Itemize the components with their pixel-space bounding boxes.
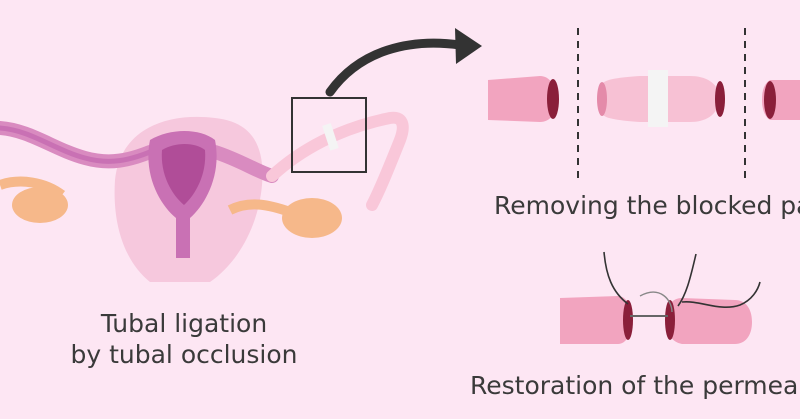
zoom-arrow-shaft [325, 38, 465, 97]
uterus-cavity [161, 144, 206, 205]
caption-restoration: Restoration of the permeab [470, 371, 800, 400]
tube-lumen-removed-right [715, 81, 725, 117]
suture-loop [639, 291, 673, 313]
right-ovary-ligament [227, 199, 292, 217]
rejoined-lumen-right [665, 300, 675, 340]
suture-thread-3 [681, 281, 761, 309]
tube-lumen-left [547, 79, 559, 119]
restoration-illustration [560, 251, 761, 344]
left-tube-inner [0, 125, 153, 164]
caption-removing: Removing the blocked pa [494, 191, 800, 220]
suture-thread-1 [603, 251, 629, 305]
tube-lumen-right [764, 81, 776, 119]
left-fimbriae [0, 176, 66, 200]
right-ovary [282, 198, 342, 238]
caption-tubal-ligation-line1: Tubal ligation [100, 309, 268, 338]
caption-tubal-ligation-line2: by tubal occlusion [70, 340, 298, 369]
rejoined-lumen-left [623, 300, 633, 340]
rejoined-tube-right [666, 298, 752, 344]
right-tube-extension [266, 111, 409, 211]
tube-lumen-removed-left [597, 82, 607, 116]
caption-tubal-ligation: Tubal ligation by tubal occlusion [70, 308, 297, 370]
tube-segment-left [488, 76, 556, 122]
rejoined-tube-left [560, 296, 632, 344]
suture-thread-2 [677, 253, 697, 307]
uterus-illustration [0, 97, 409, 282]
zoom-arrow-head [455, 28, 482, 64]
removal-illustration [488, 28, 800, 180]
left-ovary [12, 187, 68, 223]
removed-clip [648, 70, 668, 127]
tubal-clip [322, 123, 339, 151]
zoom-box [291, 97, 367, 173]
zoom-arrow [325, 28, 482, 97]
